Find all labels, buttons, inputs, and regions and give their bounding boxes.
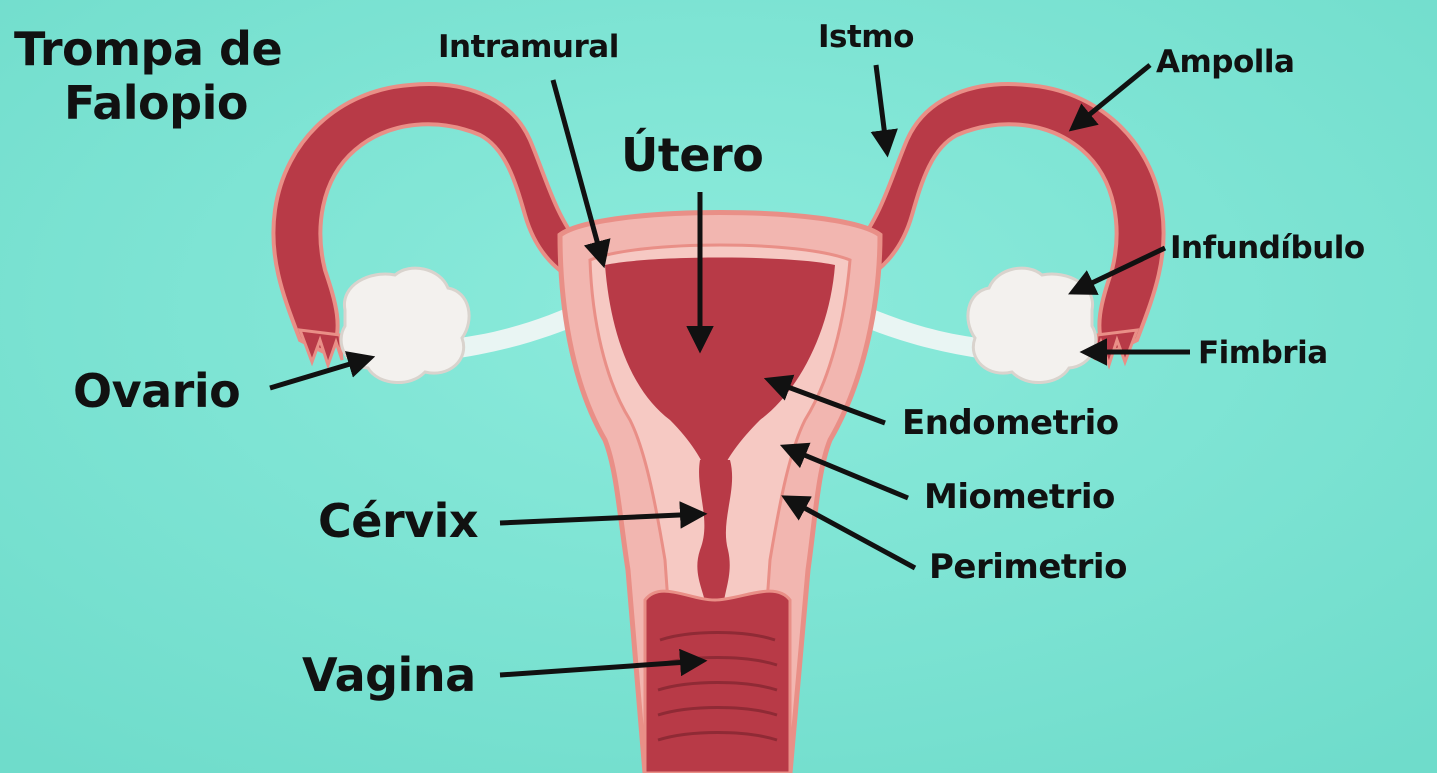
label-intramural: Intramural [438, 32, 619, 63]
label-ampolla: Ampolla [1156, 47, 1294, 78]
label-istmo: Istmo [818, 22, 914, 53]
label-utero: Útero [621, 132, 763, 178]
label-perimetrio: Perimetrio [929, 550, 1127, 584]
label-vagina: Vagina [302, 652, 476, 698]
label-ovario: Ovario [73, 368, 240, 414]
title-line-1: Trompa de [14, 26, 282, 72]
label-miometrio: Miometrio [924, 480, 1115, 514]
label-infundibulo: Infundíbulo [1170, 233, 1365, 264]
label-endometrio: Endometrio [902, 406, 1119, 440]
title-line-2: Falopio [64, 80, 248, 126]
label-fimbria: Fimbria [1198, 338, 1328, 369]
label-cervix: Cérvix [318, 498, 478, 544]
